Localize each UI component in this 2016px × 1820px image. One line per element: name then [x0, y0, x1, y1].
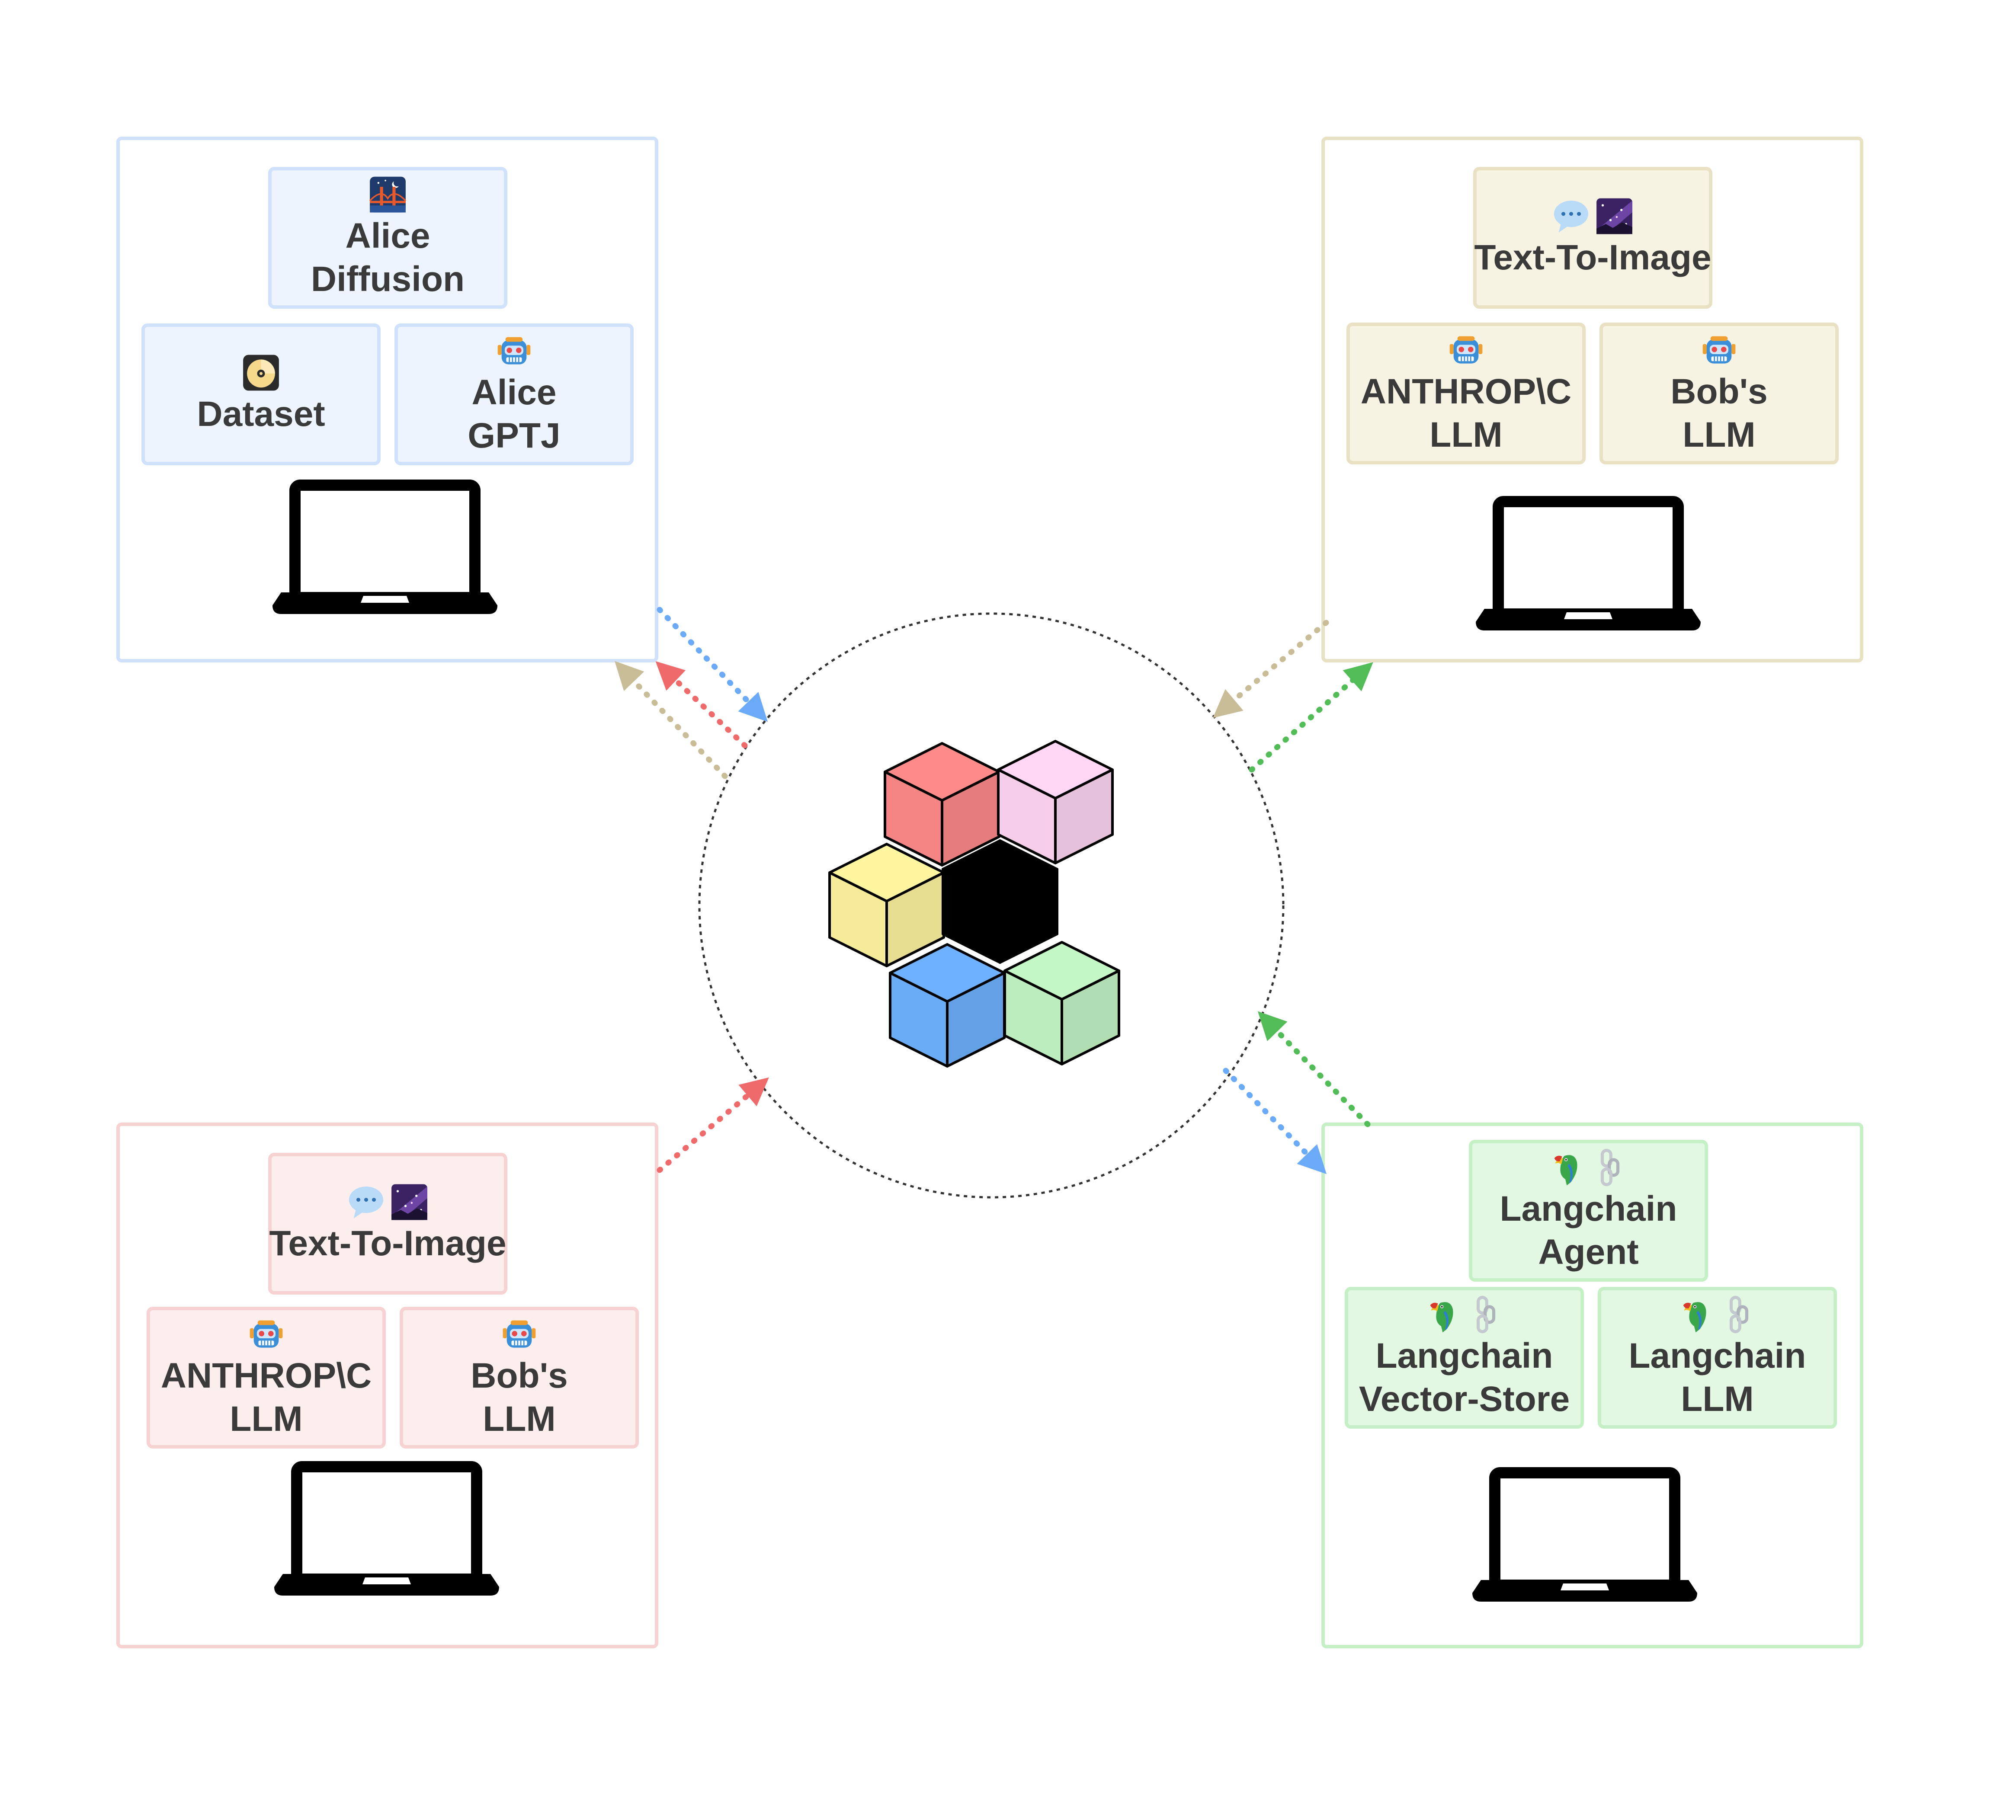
- node-box: [1346, 323, 1586, 464]
- node-box: [147, 1307, 386, 1449]
- laptop-icon: [274, 1467, 499, 1596]
- connection-arrow-blue: [657, 607, 768, 722]
- node-label: Langchain: [1500, 1189, 1677, 1228]
- laptop-icon: [1472, 1473, 1697, 1602]
- connection-arrow-green: [1257, 1011, 1371, 1127]
- node-label: Alice: [346, 216, 430, 256]
- node-label: Vector-Store: [1359, 1379, 1570, 1419]
- connection-arrow-beige: [615, 661, 728, 779]
- node-label: LLM: [1429, 415, 1502, 454]
- node-label: Langchain: [1375, 1336, 1553, 1375]
- cube-5: [1003, 941, 1120, 1065]
- connection-arrow-green: [1249, 662, 1373, 773]
- connection-arrow-red: [657, 1077, 769, 1173]
- node-label: Text-To-Image: [269, 1224, 506, 1263]
- node-box: [268, 167, 507, 309]
- alice-left-node: Dataset: [141, 323, 381, 465]
- node-box: [394, 323, 634, 465]
- hub-circle: [698, 612, 1285, 1199]
- beige-left-node: ANTHROP\C LLM: [1346, 323, 1586, 464]
- node-label: GPTJ: [468, 416, 560, 455]
- laptop-icon: [1476, 502, 1701, 630]
- optical-disc-icon: [243, 355, 279, 391]
- node-label: LLM: [230, 1399, 302, 1439]
- node-box: [400, 1307, 639, 1449]
- node-label: LLM: [1681, 1379, 1753, 1419]
- connections: [615, 607, 1373, 1174]
- node-label: Alice: [472, 373, 557, 412]
- node-label: ANTHROP\C: [1361, 372, 1571, 411]
- cube-3: [942, 839, 1058, 964]
- node-label: Bob's: [1670, 372, 1768, 411]
- cube-4: [889, 943, 1006, 1068]
- node-label: Agent: [1538, 1232, 1638, 1272]
- node-box: [1469, 1140, 1708, 1282]
- node-label: ANTHROP\C: [161, 1356, 372, 1395]
- node-label: Bob's: [471, 1356, 568, 1395]
- connection-arrow-red: [655, 661, 748, 748]
- group-frame: [1321, 1123, 1863, 1648]
- red-left-node: ANTHROP\C LLM: [147, 1307, 386, 1449]
- node-box: [141, 323, 381, 465]
- milky-way-icon: [1596, 198, 1632, 234]
- laptop-icon: [272, 485, 497, 614]
- node-box: [1599, 323, 1839, 464]
- green-machine-group: LangchainAgentLangchainVector-StoreLangc…: [1321, 1123, 1863, 1648]
- cube-1: [997, 740, 1114, 864]
- group-frame: [116, 137, 658, 662]
- cube-0: [884, 742, 1000, 867]
- cube-2: [828, 843, 945, 967]
- group-frame: [116, 1123, 658, 1648]
- node-box: [1345, 1287, 1584, 1429]
- stacked-cubes-icon: [828, 740, 1120, 1068]
- node-label: LLM: [483, 1399, 555, 1439]
- bridge-at-night-icon: [369, 176, 407, 214]
- node-label: Dataset: [197, 394, 325, 434]
- group-frame: [1321, 137, 1863, 662]
- beige-top-node: Text-To-Image: [1473, 167, 1712, 309]
- node-box: [1473, 167, 1712, 309]
- connection-arrow-blue: [1223, 1068, 1327, 1174]
- red-top-node: Text-To-Image: [268, 1153, 507, 1295]
- node-box: [1598, 1287, 1837, 1429]
- node-label: LLM: [1683, 415, 1755, 454]
- node-label: Langchain: [1628, 1336, 1806, 1375]
- node-box: [268, 1153, 507, 1295]
- connection-arrow-beige: [1213, 620, 1329, 718]
- node-label: Text-To-Image: [1474, 238, 1711, 277]
- node-label: Diffusion: [311, 259, 465, 299]
- milky-way-icon: [391, 1184, 427, 1220]
